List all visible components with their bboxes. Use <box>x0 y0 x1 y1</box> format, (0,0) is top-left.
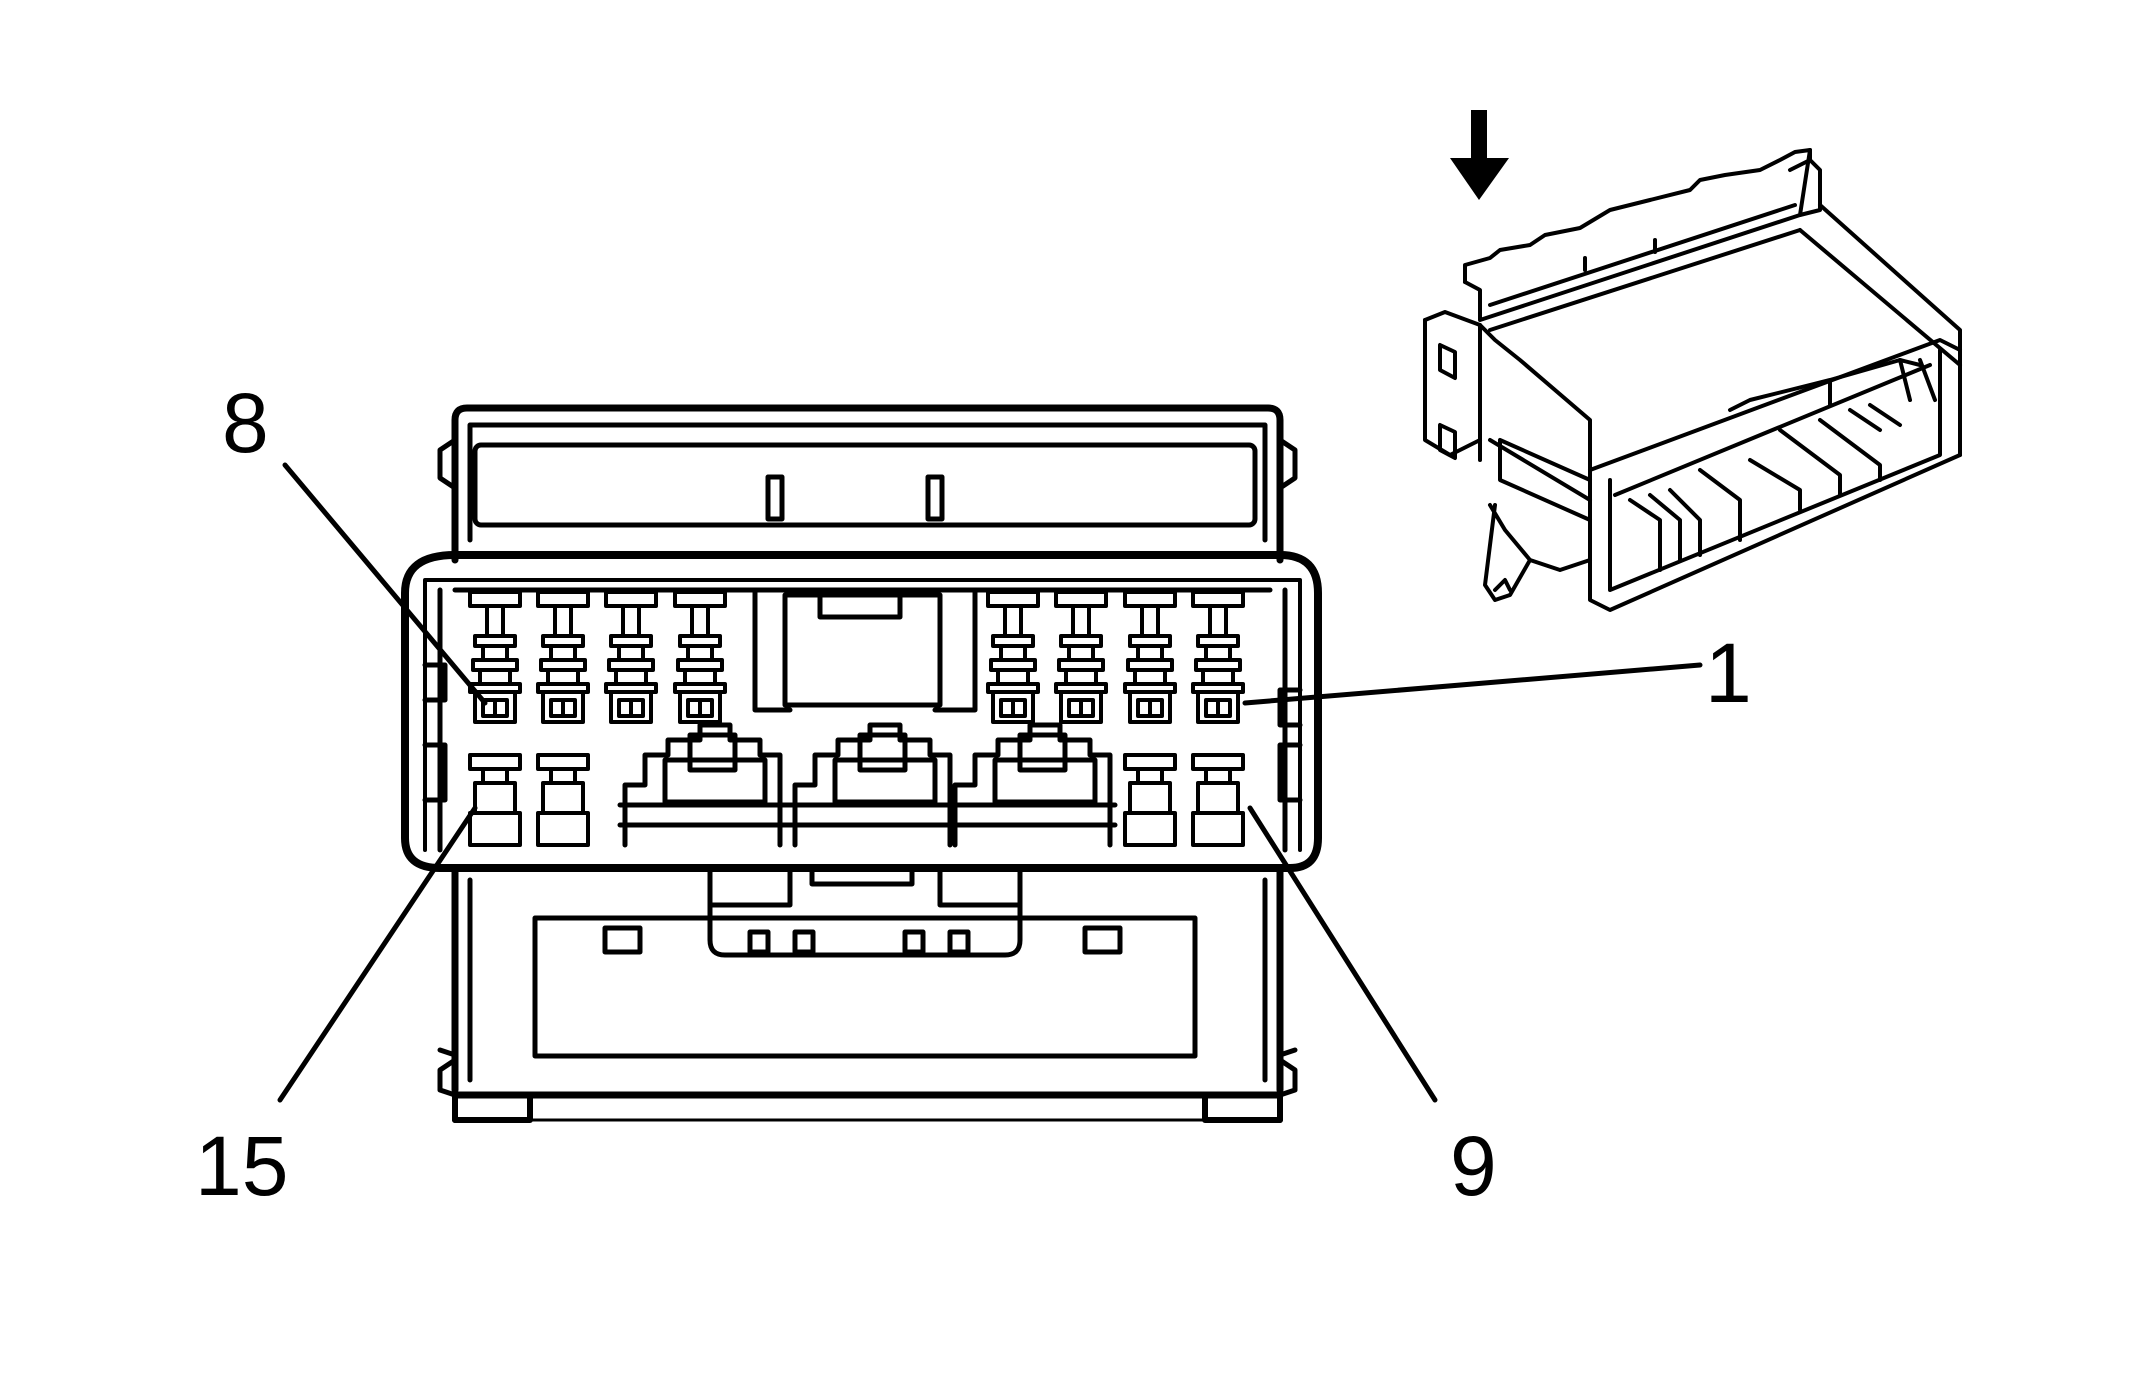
down-arrow-icon <box>1450 110 1509 200</box>
leader-line-15 <box>277 805 478 1103</box>
upper-terminal <box>673 590 727 724</box>
leader-line-9 <box>1247 805 1438 1103</box>
lower-terminal <box>1123 753 1177 847</box>
lower-terminal <box>1191 753 1245 847</box>
pin-label-8: 8 <box>222 376 269 470</box>
lower-terminal-row <box>468 753 1245 847</box>
upper-terminal <box>1123 590 1177 724</box>
upper-terminal <box>468 590 522 724</box>
pin-label-15: 15 <box>195 1119 288 1213</box>
upper-terminal <box>1191 590 1245 724</box>
lower-terminal <box>468 753 522 847</box>
pin-label-1: 1 <box>1705 626 1752 720</box>
leader-lines <box>277 462 1703 1103</box>
upper-terminal <box>986 590 1040 724</box>
leader-line-8 <box>282 462 488 706</box>
lower-terminal <box>536 753 590 847</box>
upper-terminal-row <box>468 590 1245 724</box>
connector-face-view <box>401 404 1322 1123</box>
pin-label-9: 9 <box>1450 1119 1497 1213</box>
leader-line-1 <box>1242 662 1703 706</box>
connector-iso-view <box>1423 148 1962 612</box>
upper-terminal <box>604 590 658 724</box>
upper-terminal <box>536 590 590 724</box>
upper-terminal <box>1054 590 1108 724</box>
